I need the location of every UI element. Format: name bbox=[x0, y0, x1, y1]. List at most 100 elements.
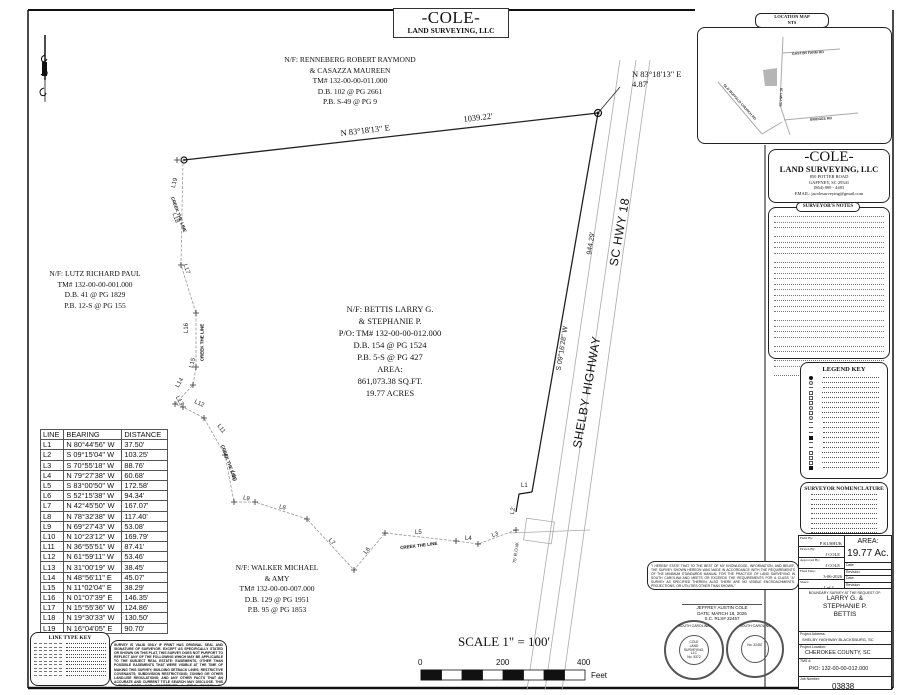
approved-by-label: Approved By: bbox=[800, 558, 820, 562]
location-map bbox=[697, 27, 892, 144]
cell-line: L10 bbox=[39, 530, 65, 543]
tax-map-number: TM# 132-00-00-011.000 bbox=[312, 76, 388, 85]
owner-name-2: & STEPHANIE P. bbox=[358, 316, 422, 326]
client-name-2: STEPHANIE P. bbox=[823, 603, 867, 610]
cell-bearing: N 31°00'19" W bbox=[63, 561, 123, 573]
cell-line: L18 bbox=[39, 612, 65, 624]
seal-top-text: SOUTH CAROLINA bbox=[739, 624, 771, 628]
seal-text: SURVEYING, bbox=[683, 647, 705, 652]
signer-name: JEFFREY AUSTIN COLE bbox=[696, 605, 748, 610]
cell-line: L13 bbox=[39, 561, 65, 573]
project-location-label: Project Location: bbox=[800, 645, 827, 649]
cell-bearing: N 11°02'04" E bbox=[63, 581, 123, 594]
date-label-2: Date: bbox=[845, 575, 891, 582]
cell-line: L2 bbox=[39, 449, 65, 461]
adjoiner-north: N/F: RENNEBERG ROBERT RAYMOND & CASAZZA … bbox=[265, 55, 435, 108]
owner-name: N/F: LUTZ RICHARD PAUL bbox=[49, 269, 141, 278]
project-location-value: CHEROKEE COUNTY, SC bbox=[805, 650, 871, 656]
seal-top-text: SOUTH CAROLINA bbox=[678, 624, 710, 628]
cell-distance: 124.86' bbox=[121, 602, 168, 614]
creek-label: CREEK THE LINE bbox=[199, 323, 205, 362]
field-date-label: Field Date: bbox=[800, 569, 816, 573]
location-map-drawing bbox=[717, 36, 859, 136]
plat-book: P.B. S-49 @ PG 9 bbox=[322, 97, 377, 106]
cell-line: L14 bbox=[39, 571, 65, 583]
company-phone: (864) 809 - 4483 bbox=[813, 185, 845, 190]
rls-number: S.C. RLS# 32457 bbox=[704, 616, 740, 621]
company-subtitle: LAND SURVEYING, LLC bbox=[407, 26, 495, 35]
plat-book: P.B. 12-S @ PG 155 bbox=[64, 300, 126, 310]
cell-bearing: S 09°15'04" W bbox=[63, 449, 123, 461]
seal-text: COLE bbox=[689, 640, 699, 644]
cell-bearing: N 36°55'51" W bbox=[63, 541, 123, 553]
tax-map-number: P/O: TM# 132-00-00-012.000 bbox=[338, 328, 442, 338]
job-label: Job Number: bbox=[800, 677, 821, 681]
field-by-value: P KUSHUK bbox=[819, 541, 842, 546]
drawn-by-label: Drawn By: bbox=[800, 547, 816, 551]
cell-distance: 38.45' bbox=[121, 561, 168, 573]
tax-label: TMS #: bbox=[800, 659, 812, 663]
ne-tie-distance: 4.87' bbox=[632, 79, 649, 89]
cell-line: L1 bbox=[39, 439, 65, 451]
cell-bearing: N 48°56'11" E bbox=[63, 571, 123, 583]
cell-line: L4 bbox=[39, 469, 65, 481]
area-sqft: 861,073.38 SQ.FT. bbox=[357, 376, 423, 386]
segment-label: L4 bbox=[465, 536, 472, 542]
adjoiner-west: N/F: LUTZ RICHARD PAUL TM# 132-00-00-001… bbox=[35, 269, 155, 311]
cell-distance: 146.35' bbox=[121, 591, 168, 604]
cell-line: L17 bbox=[39, 602, 65, 614]
cell-bearing: N 10°23'12" W bbox=[63, 530, 123, 543]
cell-bearing: N 19°30'33" W bbox=[63, 612, 123, 624]
legend-key-panel: LEGEND KEY bbox=[800, 362, 888, 479]
company-block-title: -COLE- bbox=[804, 149, 854, 165]
sheet-label: Sheet: bbox=[800, 580, 809, 584]
cell-distance: 94.34' bbox=[121, 490, 168, 502]
scale-label: SCALE 1" = 100' bbox=[458, 634, 550, 649]
cell-line: L8 bbox=[39, 510, 65, 522]
cell-distance: 53.08' bbox=[121, 520, 168, 532]
cell-line: L3 bbox=[39, 459, 65, 471]
request-label: BOUNDARY SURVEY AT THE REQUEST OF: bbox=[808, 591, 882, 595]
certification-statement-box: "I HEREBY STATE THAT TO THE BEST OF MY K… bbox=[647, 561, 799, 590]
company-info-block: -COLE- LAND SURVEYING, LLC 850 POTTER RO… bbox=[768, 149, 890, 203]
cell-bearing: N 78°32'38" W bbox=[63, 510, 123, 522]
tax-value: P/O: 132-00-00-012.000 bbox=[809, 666, 869, 672]
line-table-header: LINE BEARING DISTANCE bbox=[39, 428, 168, 441]
owner-name: N/F: RENNEBERG ROBERT RAYMOND bbox=[284, 55, 416, 64]
client-name-3: BETTIS bbox=[833, 611, 857, 618]
subject-parcel-label: N/F: BETTIS LARRY G. & STEPHANIE P. P/O:… bbox=[320, 303, 460, 399]
cell-bearing: N 80°44'56" W bbox=[63, 439, 123, 451]
drawn-by-value: J COLE bbox=[825, 552, 840, 557]
deed-book: D.B. 102 @ PG 2661 bbox=[317, 86, 383, 96]
cell-distance: 130.50' bbox=[121, 612, 168, 624]
plat-book: P.B. 95 @ PG 1853 bbox=[247, 605, 307, 614]
surveyor-notes-panel bbox=[768, 207, 890, 376]
surveyor-nomenclature-title: SURVEYOR NOMENCLATURE bbox=[804, 486, 884, 492]
segment-label: L16 bbox=[184, 322, 191, 334]
location-map-title: LOCATION MAP bbox=[774, 14, 810, 19]
area-label: AREA: bbox=[857, 538, 879, 545]
project-address-value: SHELBY HIGHWAY BLACKSBURG, SC bbox=[802, 637, 874, 642]
deed-book: D.B. 154 @ PG 1524 bbox=[353, 340, 427, 350]
road-label-hwy18: SC HWY 18 bbox=[778, 87, 784, 107]
owner-name: N/F: WALKER MICHAEL bbox=[235, 563, 319, 572]
signature-date: DATE: MARCH 18, 2026 bbox=[697, 610, 747, 616]
cell-bearing: S 83°00'50" W bbox=[63, 479, 123, 492]
company-block-subtitle: LAND SURVEYING, LLC bbox=[779, 164, 879, 174]
area-label: AREA: bbox=[377, 364, 403, 374]
certification-text: "I HEREBY STATE THAT TO THE BEST OF MY K… bbox=[651, 564, 795, 588]
cell-distance: 60.68' bbox=[121, 469, 168, 481]
seal-number: No. 32457 bbox=[747, 643, 763, 647]
cell-distance: 167.07' bbox=[121, 500, 168, 512]
